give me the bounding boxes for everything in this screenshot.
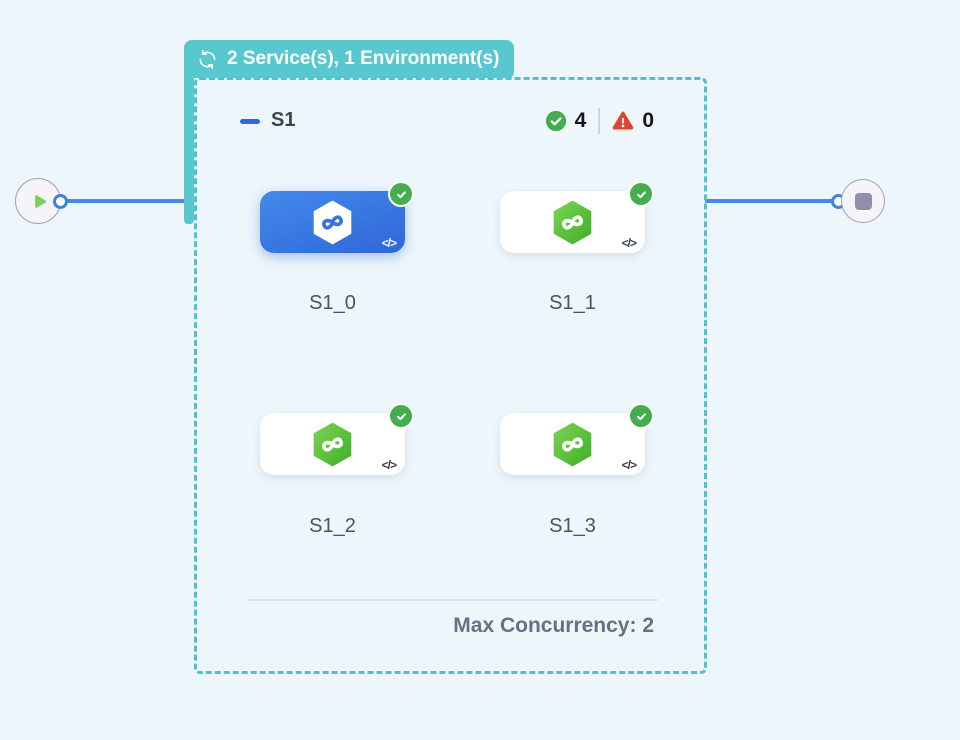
- code-icon: </>: [621, 236, 637, 250]
- max-concurrency-label: Max Concurrency: 2: [453, 614, 654, 637]
- service-label: S1_1: [549, 292, 596, 314]
- success-badge-icon: [388, 403, 414, 429]
- success-badge-icon: [628, 181, 654, 207]
- harness-service-icon: [313, 200, 352, 244]
- success-badge-icon: [388, 181, 414, 207]
- play-icon: [35, 194, 47, 208]
- service-label: S1_0: [309, 292, 356, 314]
- service-card-s1-3[interactable]: </>: [500, 403, 654, 475]
- status-divider: [598, 108, 601, 134]
- failure-warning-icon: [613, 111, 634, 130]
- collapse-toggle-icon[interactable]: [240, 119, 260, 124]
- code-icon: </>: [381, 236, 397, 250]
- success-check-icon: [545, 110, 566, 132]
- stage-group-edge-strip: [184, 76, 194, 224]
- success-count: 4: [574, 109, 587, 132]
- stage-name: S1: [271, 109, 296, 131]
- stage-status-summary: 4 0: [545, 108, 654, 134]
- stop-icon: [854, 192, 872, 210]
- harness-service-icon: [553, 200, 592, 244]
- service-card-s1-2[interactable]: </>: [260, 403, 414, 475]
- edge-stage-to-end: [705, 199, 839, 203]
- code-icon: </>: [381, 458, 397, 472]
- failure-count: 0: [642, 109, 654, 132]
- harness-service-icon: [553, 422, 592, 466]
- service-card-s1-1[interactable]: </>: [500, 181, 654, 253]
- stage-group-tab-label: 2 Service(s), 1 Environment(s): [227, 48, 500, 69]
- edge-start-to-stage: [60, 199, 190, 203]
- stage-group-tab[interactable]: 2 Service(s), 1 Environment(s): [184, 40, 515, 78]
- stage-group-container: S1 4 0: [194, 77, 707, 674]
- code-icon: </>: [621, 458, 637, 472]
- end-node[interactable]: [841, 179, 885, 223]
- stage-input-port[interactable]: [53, 194, 68, 209]
- harness-service-icon: [313, 422, 352, 466]
- service-card-s1-0[interactable]: </>: [260, 181, 414, 253]
- success-badge-icon: [628, 403, 654, 429]
- loop-icon: [199, 49, 216, 69]
- service-label: S1_3: [549, 515, 596, 537]
- service-label: S1_2: [309, 515, 356, 537]
- footer-divider: [248, 599, 658, 601]
